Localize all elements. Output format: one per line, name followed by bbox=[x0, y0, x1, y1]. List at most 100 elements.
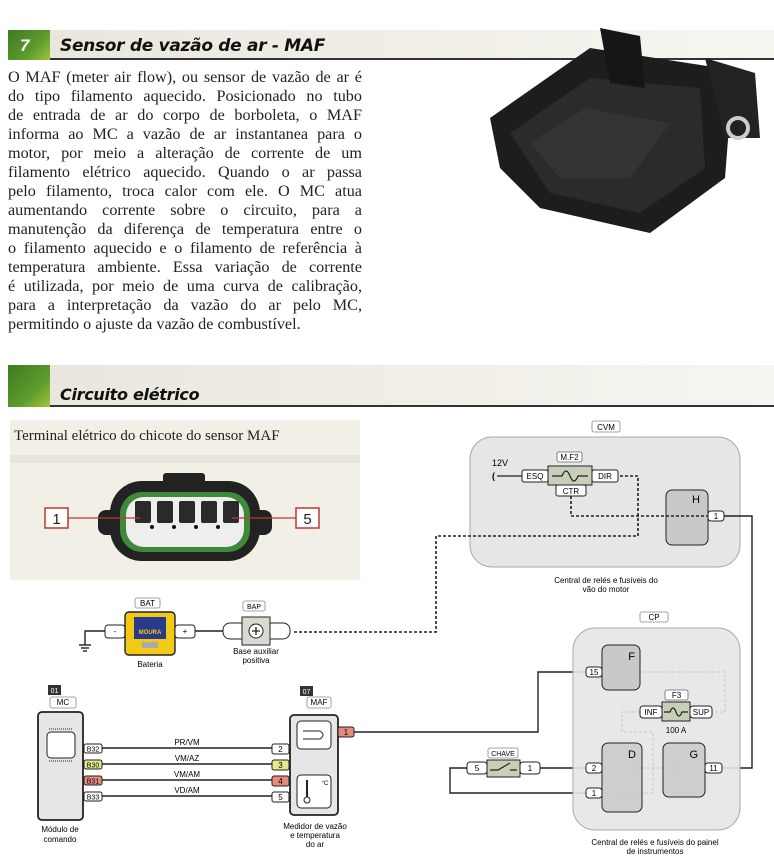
paragraph-line: aumentando corrente sobre o circuito, pa… bbox=[8, 201, 362, 219]
relay-f-label: F bbox=[628, 651, 635, 663]
battery-brand: MOURA bbox=[139, 630, 162, 636]
mc-caption: Módulo de bbox=[41, 825, 79, 834]
relay-g-label: G bbox=[689, 749, 698, 761]
paragraph-line: para a interpretação da vazão do ar pelo… bbox=[8, 296, 362, 314]
relay-g-pin: 11 bbox=[709, 764, 718, 773]
section-header-bar bbox=[8, 30, 774, 60]
chave-pin: 5 bbox=[475, 764, 480, 773]
fuse-rating: 100 A bbox=[666, 726, 687, 735]
connector-illustration: 1 5 bbox=[10, 455, 360, 561]
bat-tag: BAT bbox=[140, 599, 155, 608]
maf-tag: MAF bbox=[311, 698, 328, 707]
section-title: Sensor de vazão de ar - MAF bbox=[60, 36, 326, 56]
cp-tag: CP bbox=[648, 613, 659, 622]
paragraph-line: permitindo o ajuste da vazão de combustí… bbox=[8, 315, 301, 333]
fuse-f3-tag: F3 bbox=[672, 691, 682, 700]
relay-h-label: H bbox=[692, 494, 700, 506]
paragraph-line: pelo filamento, troca calor com ele. O M… bbox=[8, 182, 362, 200]
chave-pin: 1 bbox=[528, 764, 533, 773]
ctr-label: CTR bbox=[563, 487, 580, 496]
thermometer-icon bbox=[296, 774, 332, 809]
cvm-caption: vão do motor bbox=[583, 585, 630, 594]
bap-caption: Base auxiliar bbox=[233, 647, 279, 656]
wire-label: VM/AM bbox=[174, 770, 201, 779]
connector-pin-5-label: 5 bbox=[303, 511, 311, 528]
maf-pin: 4 bbox=[278, 777, 283, 786]
sup-label: SUP bbox=[693, 708, 709, 717]
airflow-icon bbox=[296, 720, 332, 750]
paragraph-line: temperatura ambiente. Essa variação de c… bbox=[8, 258, 362, 276]
relay-d-pin: 2 bbox=[592, 764, 597, 773]
chave-tag: CHAVE bbox=[491, 751, 515, 758]
paragraph-line: manutenção da diferença de temperatura e… bbox=[8, 220, 362, 238]
mc-pin: B30 bbox=[87, 763, 100, 770]
inf-label: INF bbox=[645, 708, 658, 717]
mc-pin: B32 bbox=[87, 747, 100, 754]
relay-h-pin: 1 bbox=[714, 512, 719, 521]
maf-pin: 3 bbox=[278, 761, 283, 770]
battery: BAT - MOURA + Bateria bbox=[104, 597, 196, 669]
ground-icon bbox=[79, 644, 91, 652]
ignition-switch: CHAVE 5 1 bbox=[466, 747, 541, 778]
maf-caption: e temperatura bbox=[290, 831, 340, 840]
wire-label: PR/VM bbox=[174, 738, 200, 747]
paragraph-line: o filamento aquecido e o filamento de re… bbox=[8, 239, 362, 257]
section-number: 7 bbox=[8, 30, 50, 60]
section-title: Circuito elétrico bbox=[60, 385, 200, 404]
esq-label: ESQ bbox=[527, 472, 544, 481]
maf-pin: 5 bbox=[278, 793, 283, 802]
bap-tag: BAP bbox=[247, 604, 261, 611]
bap-caption: positiva bbox=[242, 656, 270, 665]
maf-sensor-photo bbox=[490, 28, 760, 233]
section-color-block bbox=[8, 365, 50, 407]
battery-plus: + bbox=[183, 627, 188, 636]
relay-d-label: D bbox=[628, 749, 636, 761]
positive-aux-base: BAP Base auxiliar positiva bbox=[222, 600, 291, 665]
mc-pin: B33 bbox=[87, 795, 100, 802]
battery-caption: Bateria bbox=[137, 660, 163, 669]
maf-caption: Medidor de vazão bbox=[283, 822, 347, 831]
dir-label: DIR bbox=[598, 472, 612, 481]
paragraph-line: do tipo filamento aquecido. Posicionado … bbox=[8, 87, 362, 105]
cp-caption: de instrumentos bbox=[627, 847, 684, 856]
maf-number: 07 bbox=[303, 689, 311, 696]
connector-caption: Terminal elétrico do chicote do sensor M… bbox=[14, 428, 280, 444]
wire-label: VM/AZ bbox=[175, 754, 200, 763]
paragraph-line: de entrada de ar do corpo de borboleta, … bbox=[8, 106, 362, 124]
fuse-icon bbox=[664, 707, 688, 717]
maf-sensor: 07 MAF °C 2 3 4 5 1 Medidor de vazão e t… bbox=[271, 686, 355, 849]
relay-f-pin: 15 bbox=[590, 668, 599, 677]
relay-d-pin: 1 bbox=[592, 789, 597, 798]
maf-pin: 1 bbox=[344, 728, 349, 737]
paragraph-line: filamento elétrico aquecido. Quando o ar… bbox=[8, 163, 362, 181]
section-header-bar bbox=[8, 365, 774, 407]
mc-caption: comando bbox=[44, 835, 77, 844]
control-module: 01 MC B32 B30 B31 B33 Módulo de comando bbox=[37, 685, 103, 844]
body-paragraph: O MAF (meter air flow), ou sensor de vaz… bbox=[8, 68, 362, 334]
connector-pin-1-label: 1 bbox=[52, 511, 60, 528]
svg-text:(: ( bbox=[492, 471, 495, 481]
cp-caption: Central de relés e fusíveis do painel bbox=[591, 838, 718, 847]
mc-pins: B32 B30 B31 B33 bbox=[83, 743, 103, 802]
mc-pin: B31 bbox=[87, 779, 100, 786]
voltage-label: 12V bbox=[492, 458, 508, 468]
cp-fuse-box: CP F 15 F3 INF SUP 100 A D 2 1 G 11 Cent… bbox=[572, 611, 741, 856]
fuse-mf2-tag: M.F2 bbox=[560, 453, 579, 462]
temp-unit: °C bbox=[322, 781, 329, 787]
mc-number: 01 bbox=[51, 688, 59, 695]
paragraph-line: é utilizada, por meio de uma curva de ca… bbox=[8, 277, 362, 295]
cvm-caption: Central de relés e fusíveis do bbox=[554, 576, 658, 585]
fuse-icon bbox=[552, 470, 588, 482]
paragraph-line: O MAF (meter air flow), ou sensor de vaz… bbox=[8, 68, 362, 86]
maf-caption: do ar bbox=[306, 840, 325, 849]
paragraph-line: motor, por meio a alteração de corrente … bbox=[8, 144, 362, 162]
cvm-tag: CVM bbox=[597, 423, 615, 432]
chip-icon bbox=[46, 731, 76, 759]
paragraph-line: informa ao MC a vazão de ar instantanea … bbox=[8, 125, 362, 143]
cvm-fuse-box: CVM 12V ( M.F2 ESQ DIR CTR H 1 Central d… bbox=[469, 420, 741, 594]
maf-pin: 2 bbox=[278, 745, 283, 754]
battery-minus: - bbox=[114, 627, 117, 636]
mc-tag: MC bbox=[57, 698, 70, 707]
wire-label: VD/AM bbox=[174, 786, 200, 795]
